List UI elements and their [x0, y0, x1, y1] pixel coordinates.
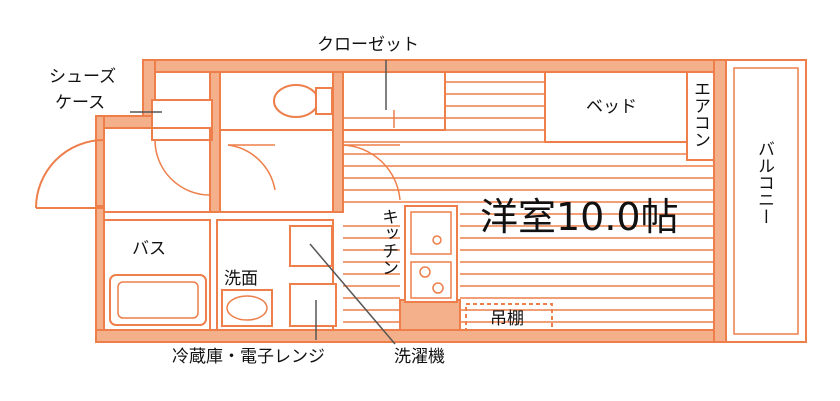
aircon-label: エアコン	[690, 80, 710, 148]
leader-lines	[130, 60, 396, 345]
bed	[544, 71, 688, 143]
entrance-door	[35, 139, 105, 209]
shoe-case-label-2: ケース	[55, 93, 105, 113]
kitchen	[404, 205, 458, 303]
shoe-case-label-1: シューズ	[49, 67, 116, 87]
room-label: 洋室10.0帖	[480, 195, 679, 239]
fridge-label: 冷蔵庫・電子レンジ	[172, 347, 325, 367]
closet	[342, 71, 446, 131]
storage-label: 吊棚	[490, 309, 524, 329]
bath	[103, 219, 211, 331]
balcony-label: バルコニー	[754, 140, 774, 225]
aircon	[686, 71, 715, 161]
kitchen-label: キッチン	[378, 208, 398, 276]
toilet	[219, 71, 334, 131]
storage	[465, 303, 553, 331]
balcony	[725, 59, 807, 343]
shoe-case	[151, 99, 213, 141]
closet-label: クローゼット	[317, 35, 419, 55]
washroom	[216, 219, 337, 331]
washer-label: 洗濯機	[394, 347, 445, 367]
bath-label: バス	[132, 239, 166, 259]
outer-walls	[95, 59, 727, 343]
hall-partitions	[103, 127, 401, 213]
bed-label: ベッド	[586, 97, 637, 117]
washroom-label: 洗面	[224, 269, 258, 289]
